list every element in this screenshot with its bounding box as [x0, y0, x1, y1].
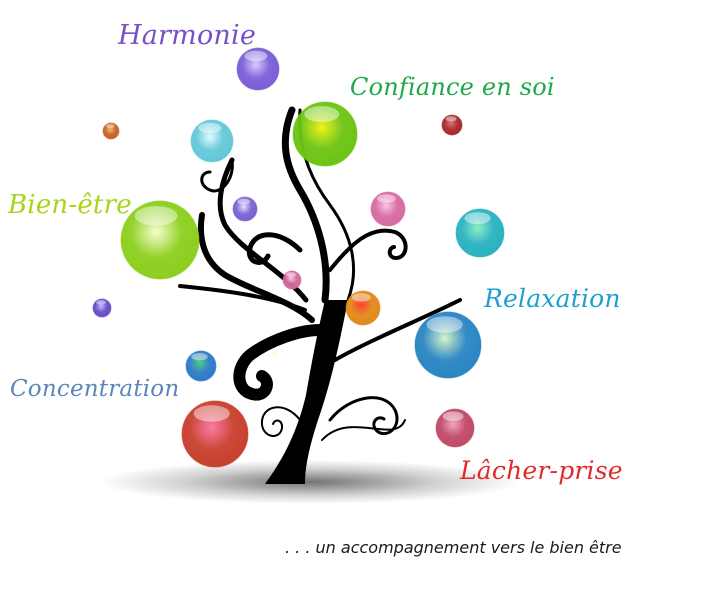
small-orange-sphere: [102, 122, 120, 140]
teal-sphere: [455, 208, 505, 258]
tagline: . . . un accompagnement vers le bien êtr…: [285, 538, 622, 557]
ground-shadow: [100, 460, 520, 504]
glow-dot: [272, 350, 278, 356]
label-relaxation: Relaxation: [484, 284, 621, 313]
label-lacher-prise: Lâcher-prise: [460, 456, 623, 485]
orange-sphere: [345, 290, 381, 326]
small-red-sphere: [441, 114, 463, 136]
red-sphere: [181, 400, 249, 468]
pink-sphere-mid: [370, 191, 406, 227]
label-harmonie: Harmonie: [118, 20, 257, 51]
relaxation-sphere: [414, 311, 482, 379]
small-violet-sphere: [92, 298, 112, 318]
lacher-prise-sphere: [435, 408, 475, 448]
cyan-sphere-top: [190, 119, 234, 163]
concentration-sphere: [185, 350, 217, 382]
bien-etre-sphere: [120, 200, 200, 280]
violet-sphere-mid: [232, 196, 258, 222]
confiance-sphere: [292, 101, 358, 167]
label-confiance-en-soi: Confiance en soi: [350, 73, 555, 101]
label-concentration: Concentration: [10, 376, 180, 402]
small-pink-sphere: [282, 270, 302, 290]
spheres-layer: [92, 47, 505, 468]
label-bien-etre: Bien-être: [8, 190, 132, 220]
tree-trunk-and-branches: [178, 106, 462, 484]
harmonie-sphere: [236, 47, 280, 91]
